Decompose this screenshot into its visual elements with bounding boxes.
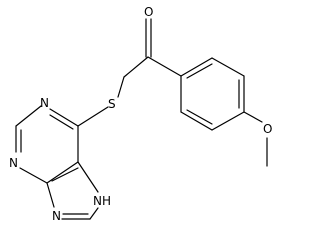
bond-aryl-o-methoxy: [243, 111, 263, 123]
atom-o-carbonyl: O: [144, 5, 153, 19]
bond-n1-c2: [15, 105, 42, 127]
bond-benzene-1-inner: [186, 63, 213, 79]
bond-carbonyl-aryl: [147, 56, 182, 77]
atom-n9: N: [52, 209, 61, 223]
bond-c4-n9: [46, 182, 55, 208]
bond-s-purine: [77, 106, 109, 127]
bond-ch2-s: [117, 76, 125, 98]
atom-n7h: NH: [93, 194, 111, 208]
bond-c4-c5: [46, 161, 79, 184]
molecule-diagram: O S O N N N NH: [9, 5, 272, 223]
bond-c8-n7: [89, 207, 99, 220]
atom-sulfur: S: [108, 97, 116, 111]
atom-n1: N: [40, 96, 49, 110]
atom-n3: N: [9, 156, 18, 170]
bond-c4-c5-inner: [51, 167, 79, 182]
atom-o-methoxy: O: [263, 122, 272, 136]
bond-benzene-5-inner: [186, 109, 213, 125]
bond-benzene-1: [180, 57, 213, 77]
bond-benzene-4: [211, 111, 245, 131]
bond-benzene-2: [211, 57, 245, 77]
bond-benzene-5: [180, 111, 213, 131]
bond-n3-c4: [19, 167, 48, 184]
bond-c6-n1: [49, 108, 79, 127]
bond-n7-c5: [77, 161, 99, 193]
bond-c6-n1-inner: [49, 114, 74, 130]
structure-canvas: O S O N N N NH: [9, 5, 272, 223]
bond-carbonyl-ch2: [123, 56, 149, 78]
